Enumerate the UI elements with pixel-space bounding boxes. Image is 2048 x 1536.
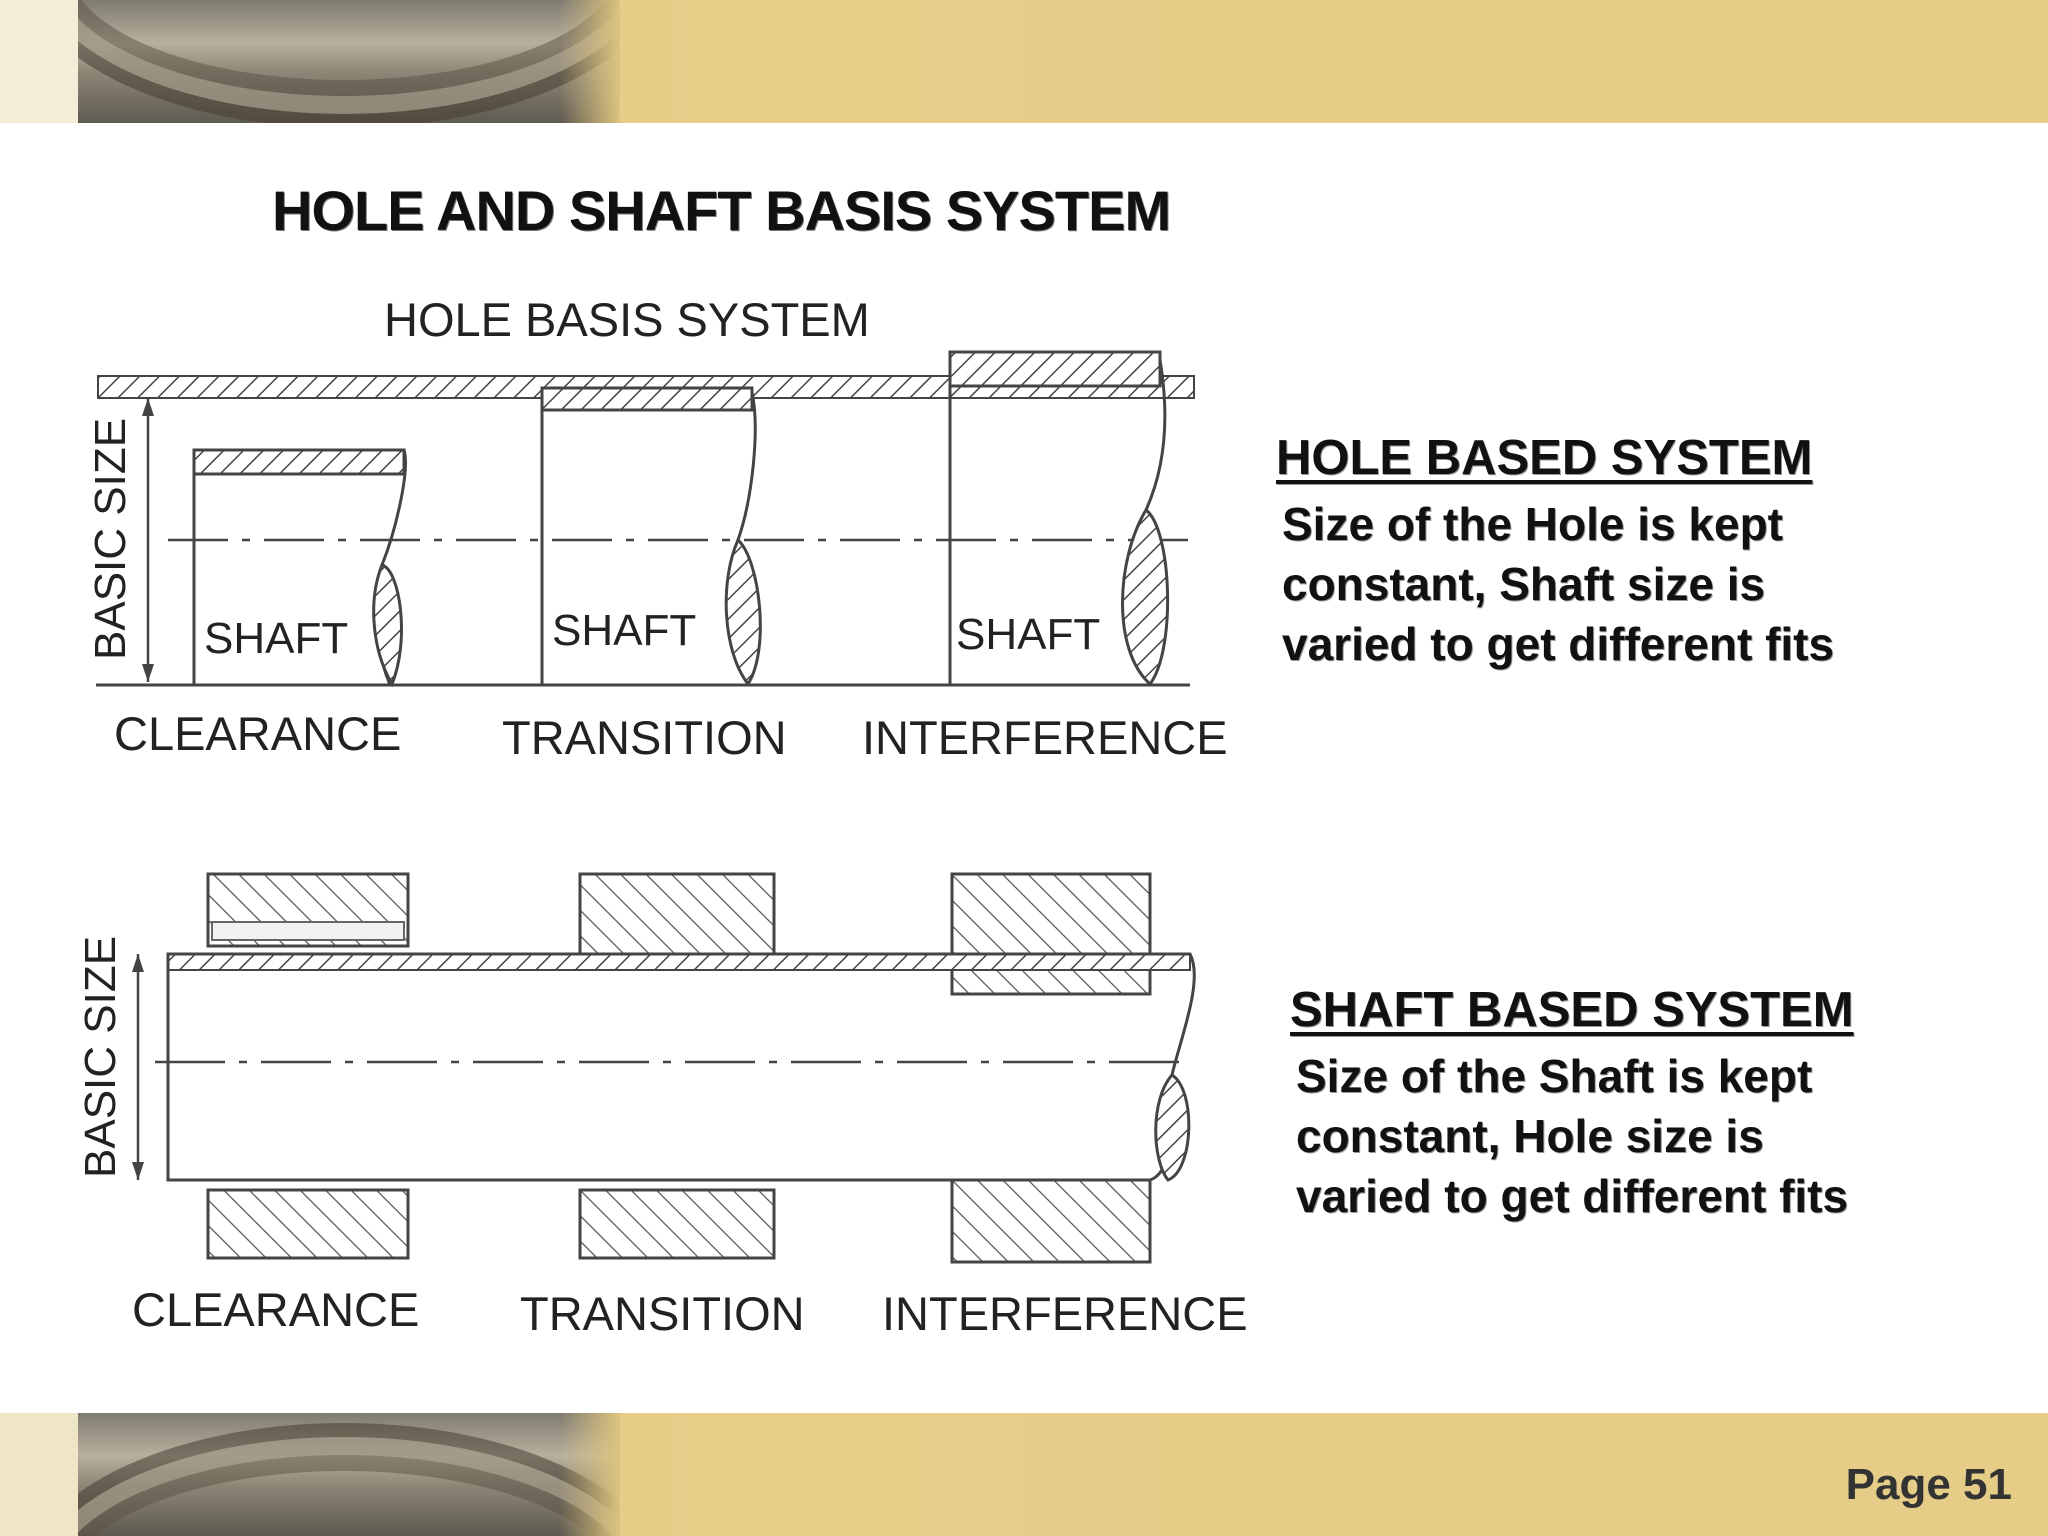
interference-hole-lower	[950, 1178, 1152, 1264]
top-banner	[0, 0, 2048, 123]
hole-based-line-2: constant, Shaft size is	[1282, 558, 1766, 610]
interference-hole-upper	[950, 872, 1152, 996]
hole-based-line-3: varied to get different fits	[1282, 618, 1835, 670]
shaft-basic-size-label: BASIC SIZE	[76, 935, 125, 1178]
slide-title: HOLE AND SHAFT BASIS SYSTEM	[272, 178, 1171, 242]
metal-ring-image-bottom	[0, 1413, 620, 1536]
left-edge-strip	[0, 0, 78, 123]
clearance-shaft-break	[372, 563, 403, 688]
clearance-hole-lower	[206, 1188, 410, 1260]
hole-fit-clearance: CLEARANCE	[114, 707, 402, 760]
shaft-basis-drawing	[132, 872, 1196, 1264]
hole-basis-drawing	[96, 350, 1200, 688]
hole-dimension-arrow-up	[142, 398, 154, 416]
shaft-fit-transition: TRANSITION	[520, 1287, 805, 1340]
transition-shaft	[540, 386, 762, 687]
transition-shaft-break	[724, 537, 762, 687]
transition-shaft-label: SHAFT	[552, 606, 697, 655]
hole-based-line-1: Size of the Hole is kept	[1282, 498, 1783, 550]
shaft-dimension-arrow-down	[132, 1162, 144, 1180]
clearance-shaft	[192, 448, 407, 688]
interference-shaft-break	[1121, 507, 1170, 687]
clearance-shaft-top	[192, 448, 406, 476]
shaft-based-line-2: constant, Hole size is	[1296, 1110, 1764, 1162]
left-edge-strip-bottom	[0, 1413, 78, 1536]
interference-shaft-label: SHAFT	[956, 610, 1101, 659]
hole-basic-size-label: BASIC SIZE	[86, 417, 135, 660]
interference-shaft	[948, 350, 1170, 687]
interference-shaft-top	[948, 350, 1162, 388]
hole-basis-heading: HOLE BASIS SYSTEM	[384, 293, 870, 346]
shaft-based-line-3: varied to get different fits	[1296, 1170, 1849, 1222]
metal-ring-image	[0, 0, 620, 123]
transition-hole-upper	[578, 872, 776, 958]
hole-based-description: HOLE BASED SYSTEM Size of the Hole is ke…	[1276, 430, 1834, 674]
bottom-banner	[0, 1413, 2048, 1536]
shaft-tolerance-band	[167, 953, 1191, 971]
shaft-break	[1154, 1073, 1191, 1182]
hole-dimension-arrow-down	[142, 664, 154, 682]
fits-diagram	[96, 350, 1200, 1264]
shaft-based-description: SHAFT BASED SYSTEM Size of the Shaft is …	[1290, 982, 1854, 1226]
hole-fit-transition: TRANSITION	[502, 711, 787, 764]
hole-fit-interference: INTERFERENCE	[862, 711, 1228, 764]
transition-shaft-top	[540, 386, 754, 412]
shaft-fit-interference: INTERFERENCE	[882, 1287, 1248, 1340]
transition-hole-lower	[578, 1188, 776, 1260]
clearance-shaft-label: SHAFT	[204, 614, 349, 663]
shaft-based-line-1: Size of the Shaft is kept	[1296, 1050, 1813, 1102]
shaft-based-heading: SHAFT BASED SYSTEM	[1290, 983, 1854, 1037]
shaft-fit-clearance: CLEARANCE	[132, 1283, 420, 1336]
hole-based-heading: HOLE BASED SYSTEM	[1276, 431, 1813, 485]
shaft-dimension-arrow-up	[132, 954, 144, 972]
page-number: Page 51	[1845, 1460, 2012, 1509]
